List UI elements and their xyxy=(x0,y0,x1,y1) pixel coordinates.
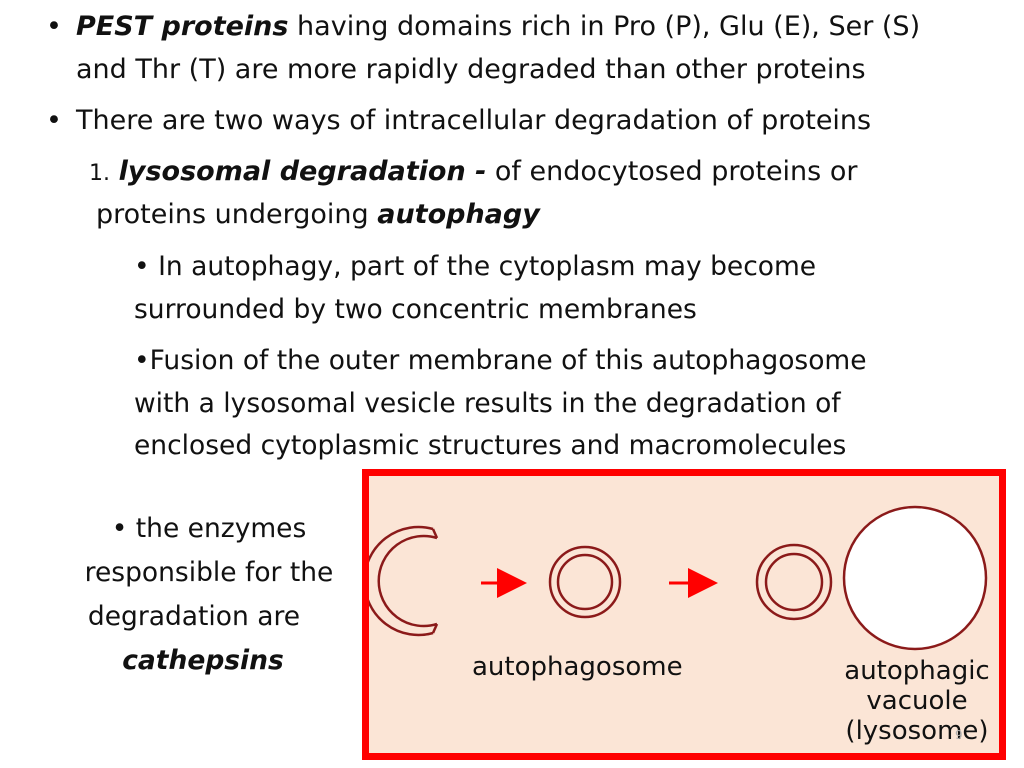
page-number: 9 xyxy=(955,728,963,742)
pest-text-line2: and Thr (T) are more rapidly degraded th… xyxy=(76,54,866,85)
label-vacuole-line3: (lysosome) xyxy=(845,716,989,746)
item-lysosomal-degradation: 1. lysosomal degradation - of endocytose… xyxy=(89,150,857,195)
pest-term: PEST proteins xyxy=(76,11,289,42)
bullet-pest: • PEST proteins having domains rich in Pr… xyxy=(46,5,920,48)
enzymes-note: • the enzymes responsible for the degrad… xyxy=(44,507,374,683)
autophagic-vacuole-shape xyxy=(755,505,988,651)
autophagy-term: autophagy xyxy=(377,199,540,230)
bullet-two-ways: • There are two ways of intracellular deg… xyxy=(46,99,871,142)
autophagy-text: In autophagy, part of the cytoplasm may … xyxy=(149,251,817,282)
label-vacuole-line1: autophagic xyxy=(844,656,990,686)
lysosomal-line2-prefix: proteins undergoing xyxy=(96,199,378,230)
bullet-dot: • xyxy=(46,105,62,136)
lysosomal-term: lysosomal degradation - xyxy=(118,156,487,187)
two-ways-text: There are two ways of intracellular degr… xyxy=(76,105,872,136)
note-line2: responsible for the xyxy=(84,557,334,588)
bullet-dot: • xyxy=(134,251,150,282)
fusion-text-line2: with a lysosomal vesicle results in the … xyxy=(134,388,841,419)
note-line3: degradation are xyxy=(87,601,301,632)
cathepsins-term: cathepsins xyxy=(122,645,284,676)
note-line1: • the enzymes xyxy=(111,513,307,544)
label-autophagosome: autophagosome xyxy=(472,652,683,682)
label-autophagic-vacuole: autophagic vacuole (lysosome) xyxy=(832,656,1002,746)
lysosomal-text-line2: proteins undergoing autophagy xyxy=(96,193,540,236)
autophagy-diagram: autophagosome autophagic vacuole (lysoso… xyxy=(362,469,1006,760)
autophagy-diagram-svg xyxy=(369,505,988,651)
crescent-membrane-shape xyxy=(369,525,439,637)
subbullet-autophagy: • In autophagy, part of the cytoplasm ma… xyxy=(134,245,816,288)
autophagosome-shape xyxy=(548,545,622,619)
pest-text: having domains rich in Pro (P), Glu (E),… xyxy=(288,11,921,42)
label-vacuole-line2: vacuole xyxy=(866,686,968,716)
note-line1-text: the enzymes xyxy=(135,513,307,544)
fusion-text: Fusion of the outer membrane of this aut… xyxy=(149,345,867,376)
lysosomal-text: of endocytosed proteins or xyxy=(486,156,858,187)
bullet-dot: • xyxy=(134,345,150,376)
subbullet-fusion: •Fusion of the outer membrane of this au… xyxy=(134,339,867,382)
fusion-text-line3: enclosed cytoplasmic structures and macr… xyxy=(134,430,847,461)
item-number: 1. xyxy=(89,161,110,186)
bullet-dot: • xyxy=(46,11,62,42)
autophagy-text-line2: surrounded by two concentric membranes xyxy=(134,294,697,325)
